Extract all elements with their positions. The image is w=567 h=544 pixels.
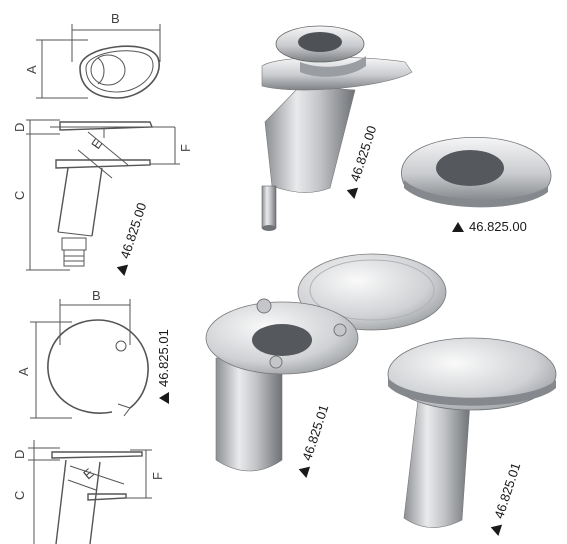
dim-a-top: A [24,65,39,74]
arrow-triangle-icon [344,184,358,199]
dim-b-top: B [111,11,120,26]
photo-fitting-top [261,25,413,231]
dim-f-top: F [178,144,193,152]
ref-bottom-drawing: 46.825.01 [156,329,171,404]
dim-e-top: E [88,136,105,152]
dim-b-bottom: B [92,288,101,303]
photo-cap-top [401,137,552,208]
dim-a-bottom: A [16,367,31,376]
photo-fitting-hinged [205,253,447,472]
arrow-triangle-icon [488,521,502,536]
arrow-triangle-icon [296,463,310,478]
drawing-top [26,24,180,271]
arrow-triangle-icon [158,392,169,404]
dim-c-top: C [12,191,27,200]
dim-f-bottom: F [150,472,165,480]
dim-c-bottom: C [12,491,27,500]
arrow-triangle-icon [452,221,464,232]
drawing-top-labels: B A D C E F [12,11,193,200]
drawing-bottom [28,299,152,544]
dim-d-top: D [12,123,27,132]
photo-fitting-closed [387,337,557,528]
ref-top-photo-cap: 46.825.00 [452,219,527,234]
arrow-triangle-icon [114,261,128,276]
dim-d-bottom: D [12,450,27,459]
